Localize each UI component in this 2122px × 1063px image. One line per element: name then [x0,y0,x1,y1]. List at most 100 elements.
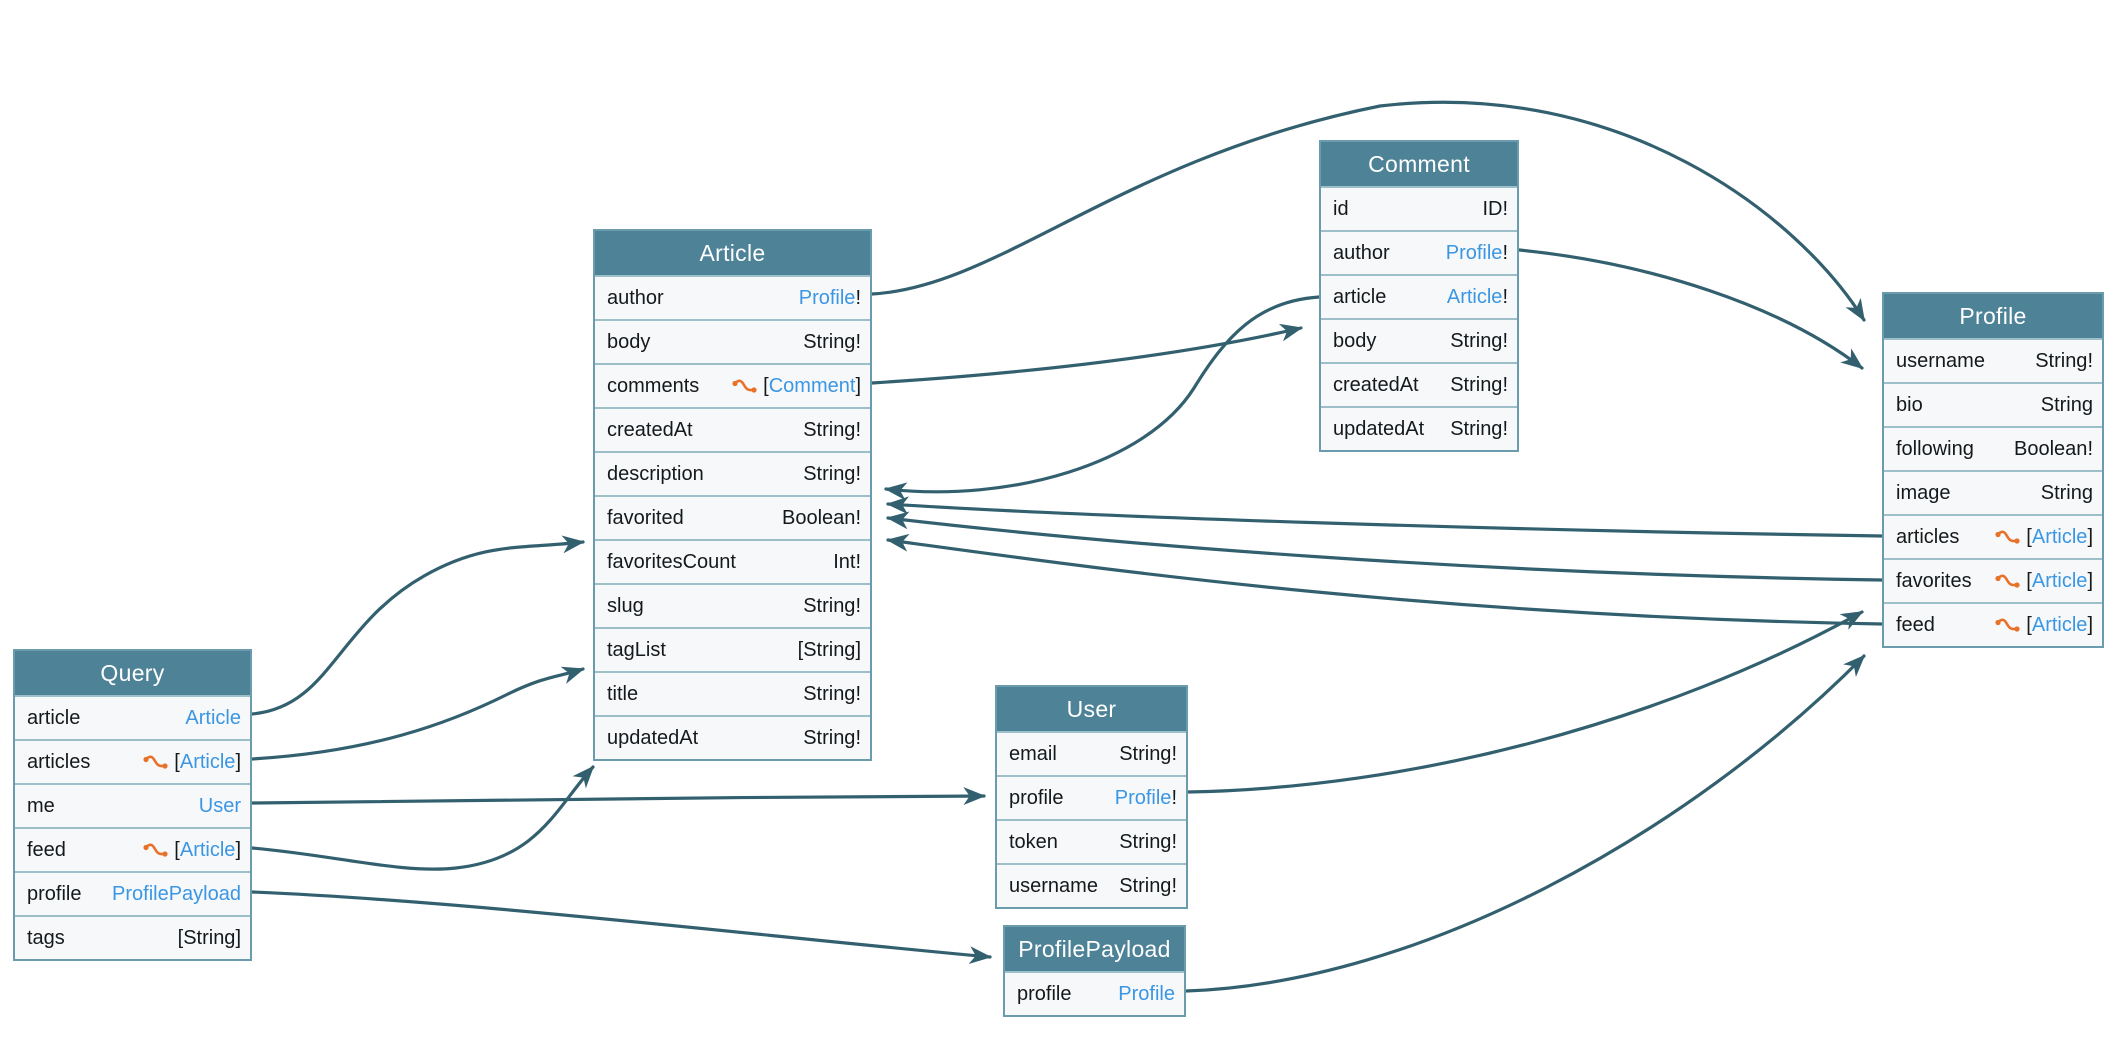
field-row-query-tags[interactable]: tags[String] [15,915,250,959]
field-row-query-articles[interactable]: articles [Article] [15,739,250,783]
field-type: Article [185,707,241,730]
type-name-article[interactable]: Article [179,838,236,861]
edge-query-me-to-user[interactable] [250,787,986,806]
edge-profile-articles-to-article[interactable] [886,496,1884,538]
edge-article-author-to-profile[interactable] [870,100,1866,322]
field-row-profile-feed[interactable]: feed[Article] [1884,602,2102,646]
table-title-query[interactable]: Query [15,651,250,695]
type-name-string: String [1119,874,1172,897]
field-row-article-comments[interactable]: comments[Comment] [595,363,870,407]
field-type: [String] [178,927,241,950]
field-name: article [1333,285,1387,308]
edge-user-profile-to-profile[interactable] [1186,610,1864,794]
field-name: articles [27,750,91,773]
edge-comment-article-to-article[interactable] [884,295,1321,501]
type-name-article[interactable]: Article [2031,569,2088,592]
type-bracket-open: [ [174,750,180,773]
type-suffix: ! [1502,241,1508,264]
edge-query-articles-to-article[interactable] [250,666,585,761]
field-name: username [1896,349,1985,372]
edge-query-profile-to-profilepayload[interactable] [250,890,992,965]
type-suffix: ] [235,750,241,773]
edge-query-feed-to-article[interactable] [250,765,595,871]
type-name-boolean: Boolean [782,506,856,529]
type-name-profilepayload[interactable]: ProfilePayload [112,882,241,905]
edge-comment-author-to-profile[interactable] [1517,248,1864,370]
type-name-string: String [803,330,856,353]
table-title-article[interactable]: Article [595,231,870,275]
edge-profile-favorites-to-article[interactable] [886,511,1884,582]
type-name-profile[interactable]: Profile [1445,241,1503,264]
list-relation-squiggle-icon [1995,574,2020,588]
field-row-profile-articles[interactable]: articles[Article] [1884,514,2102,558]
type-name-article[interactable]: Article [185,706,241,729]
field-name: favoritesCount [607,550,736,573]
type-name-string: String [1119,830,1172,853]
field-type: User [199,795,241,818]
edge-article-comments-to-comment[interactable] [870,323,1303,385]
type-bracket-open: [ [2026,613,2032,636]
field-row-profile-favorites[interactable]: favorites[Article] [1884,558,2102,602]
type-name-article[interactable]: Article [179,750,236,773]
type-name-comment[interactable]: Comment [768,374,856,397]
table-title-profile[interactable]: Profile [1884,294,2102,338]
type-name-article[interactable]: Article [1446,285,1503,308]
type-suffix: ! [2087,437,2093,460]
field-row-query-feed[interactable]: feed[Article] [15,827,250,871]
type-suffix: ! [1171,786,1177,809]
type-name-article[interactable]: Article [2031,613,2088,636]
type-suffix: ! [1502,197,1508,220]
type-name-profile[interactable]: Profile [798,286,856,309]
type-name-profile[interactable]: Profile [1118,982,1175,1005]
table-title-comment[interactable]: Comment [1321,142,1517,186]
field-row-article-tagList[interactable]: tagList[String] [595,627,870,671]
field-type: String! [803,683,861,706]
type-name-article[interactable]: Article [2031,525,2088,548]
table-title-user[interactable]: User [997,687,1186,731]
field-name: body [607,330,651,353]
edge-query-article-to-article[interactable] [250,535,585,716]
field-type: Boolean! [782,507,861,530]
type-name-profile[interactable]: Profile [1114,786,1172,809]
field-name: updatedAt [607,726,699,749]
edge-profilepayload-profile-to-profile[interactable] [1184,654,1866,993]
type-suffix: ! [1502,417,1508,440]
table-title-profilepayload[interactable]: ProfilePayload [1005,927,1184,971]
edge-profile-feed-to-article[interactable] [886,533,1884,626]
type-name-user[interactable]: User [198,794,241,817]
